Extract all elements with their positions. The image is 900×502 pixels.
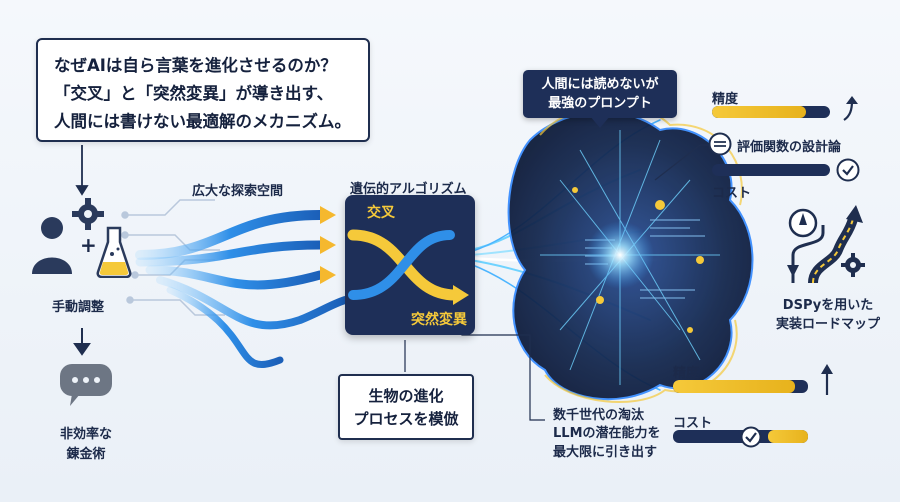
eval-function-label: 評価関数の設計論 xyxy=(737,140,842,155)
cost-bar-bottom-fill xyxy=(767,430,808,443)
accuracy-label-top: 精度 xyxy=(712,92,739,107)
crossover-arrows xyxy=(347,229,469,305)
accuracy-bar-bottom-fill xyxy=(673,380,795,393)
inefficient-line-1: 非効率な xyxy=(59,427,112,442)
manual-tuning-label: 手動調整 xyxy=(52,300,105,315)
gold-aura-bottom xyxy=(544,319,738,403)
headline-box: なぜAIは自ら言葉を進化させるのか？ 「交叉」と「突然変異」が導き出す、 人間に… xyxy=(36,38,370,142)
search-space-label: 広大な探索空間 xyxy=(192,184,284,199)
accuracy-bar-top xyxy=(712,106,830,118)
circuit-lines xyxy=(121,199,225,316)
inefficient-line-2: 錬金術 xyxy=(66,447,106,462)
gear-icon xyxy=(72,198,104,230)
person-icon xyxy=(32,217,72,274)
headline-line-2: 「交叉」と「突然変異」が導き出す、 xyxy=(54,84,334,103)
up-arrow-icon xyxy=(843,96,858,121)
ga-title: 遺伝的アルゴリズム xyxy=(350,182,467,197)
search-space-arrowheads xyxy=(320,206,336,284)
prompt-bubble-line-2: 最強のプロンプト xyxy=(548,96,652,111)
roadmap-icon xyxy=(787,205,865,284)
roadmap-line-2: 実装ロードマップ xyxy=(775,317,880,332)
bio-callout-line-2: プロセスを模倣 xyxy=(353,410,459,428)
prompt-bubble-line-1: 人間には読めないが xyxy=(541,77,659,92)
selection-label: 数千世代の淘汰 xyxy=(553,408,645,423)
accuracy-bar-top-fill xyxy=(712,106,807,118)
eval-function-icon xyxy=(708,132,732,156)
roadmap-line-1: DSPyを用いた xyxy=(782,298,874,313)
inefficient-alchemy-label: 非効率な 錬金術 xyxy=(56,425,116,465)
bio-evolution-callout: 生物の進化 プロセスを模倣 xyxy=(338,374,474,440)
headline-line-1: なぜAIは自ら言葉を進化させるのか？ xyxy=(54,56,337,75)
bio-callout-line-1: 生物の進化 xyxy=(368,387,444,405)
down-arrow-1 xyxy=(75,145,89,196)
mutation-label: 突然変異 xyxy=(411,312,467,328)
cost-label-top: コスト xyxy=(712,186,752,201)
flask-icon xyxy=(96,226,132,278)
check-circle-icon xyxy=(836,158,860,182)
headline-line-3: 人間には書けない最適解のメカニズム。 xyxy=(54,112,351,131)
crossover-label: 交叉 xyxy=(367,205,395,221)
llm-line-2: 最大限に引き出す xyxy=(553,445,658,460)
accuracy-label-bottom: 精度 xyxy=(673,366,700,381)
core-glow xyxy=(586,221,654,289)
llm-line-1: LLMの潜在能力を xyxy=(553,426,661,441)
prompt-bubble-tail xyxy=(590,116,610,128)
check-circle-icon-bottom xyxy=(740,426,762,448)
cost-bar-top xyxy=(712,164,830,176)
cost-label-bottom: コスト xyxy=(673,416,713,431)
accuracy-bar-bottom xyxy=(673,380,808,393)
plus-sign: + xyxy=(80,233,97,257)
roadmap-label: DSPyを用いた 実装ロードマップ xyxy=(770,296,886,334)
up-arrow-icon-bottom xyxy=(821,364,833,395)
network-nodes xyxy=(572,187,704,333)
prompt-bubble: 人間には読めないが 最強のプロンプト xyxy=(523,70,677,118)
search-space-paths xyxy=(135,210,349,368)
ga-box: 交叉 突然変異 xyxy=(345,195,475,335)
llm-potential-label: LLMの潜在能力を 最大限に引き出す xyxy=(553,424,661,462)
cost-bar-bottom xyxy=(673,430,808,443)
speech-bubble-icon xyxy=(60,364,112,406)
down-arrow-2 xyxy=(73,328,91,356)
